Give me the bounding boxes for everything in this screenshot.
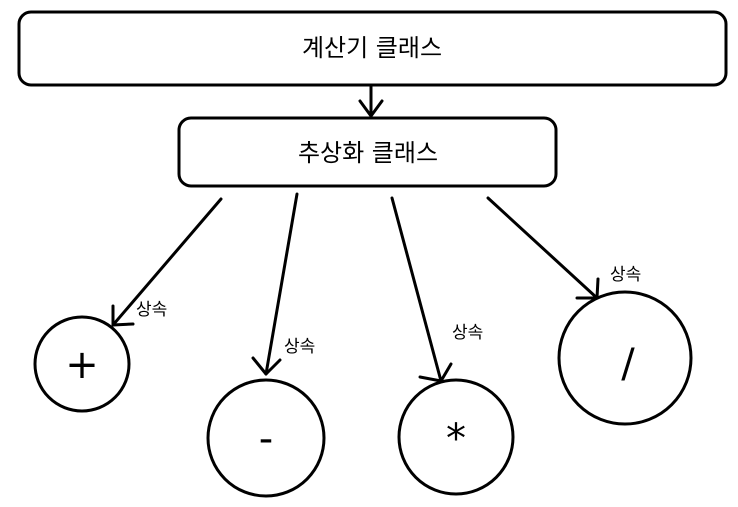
multiply-operator-symbol: * xyxy=(446,416,466,462)
inheritance-label-divide: 상속 xyxy=(610,265,641,285)
minus-operator-symbol: - xyxy=(259,416,273,462)
abstract-class-label: 추상화 클래스 xyxy=(298,139,438,167)
inheritance-label-multiply: 상속 xyxy=(452,323,483,343)
minus-operator-node xyxy=(206,378,326,498)
divide-operator-symbol: / xyxy=(621,341,635,387)
inheritance-label-minus: 상속 xyxy=(284,337,315,357)
calculator-class-node: 계산기 클래스 xyxy=(17,10,728,87)
plus-operator-node xyxy=(33,315,131,413)
inheritance-arrow-divide xyxy=(486,196,599,300)
minus-branch: 상속 - xyxy=(206,192,326,498)
calculator-class-box xyxy=(17,10,728,87)
plus-branch: 상속 + xyxy=(33,197,223,413)
divide-branch: 상속 / xyxy=(486,196,693,426)
calculator-class-label: 계산기 클래스 xyxy=(302,34,442,62)
inheritance-arrow-multiply xyxy=(390,196,443,383)
inheritance-arrow-plus xyxy=(111,197,223,327)
divide-operator-node xyxy=(557,290,693,426)
multiply-branch: 상속 * xyxy=(390,196,515,496)
arrow-calculator-to-abstract xyxy=(358,84,384,118)
plus-operator-symbol: + xyxy=(65,342,99,388)
inheritance-arrow-minus xyxy=(264,192,299,376)
abstract-class-node: 추상화 클래스 xyxy=(177,116,558,188)
inheritance-label-plus: 상속 xyxy=(136,300,167,320)
multiply-operator-node xyxy=(397,378,515,496)
abstract-class-box xyxy=(177,116,558,188)
